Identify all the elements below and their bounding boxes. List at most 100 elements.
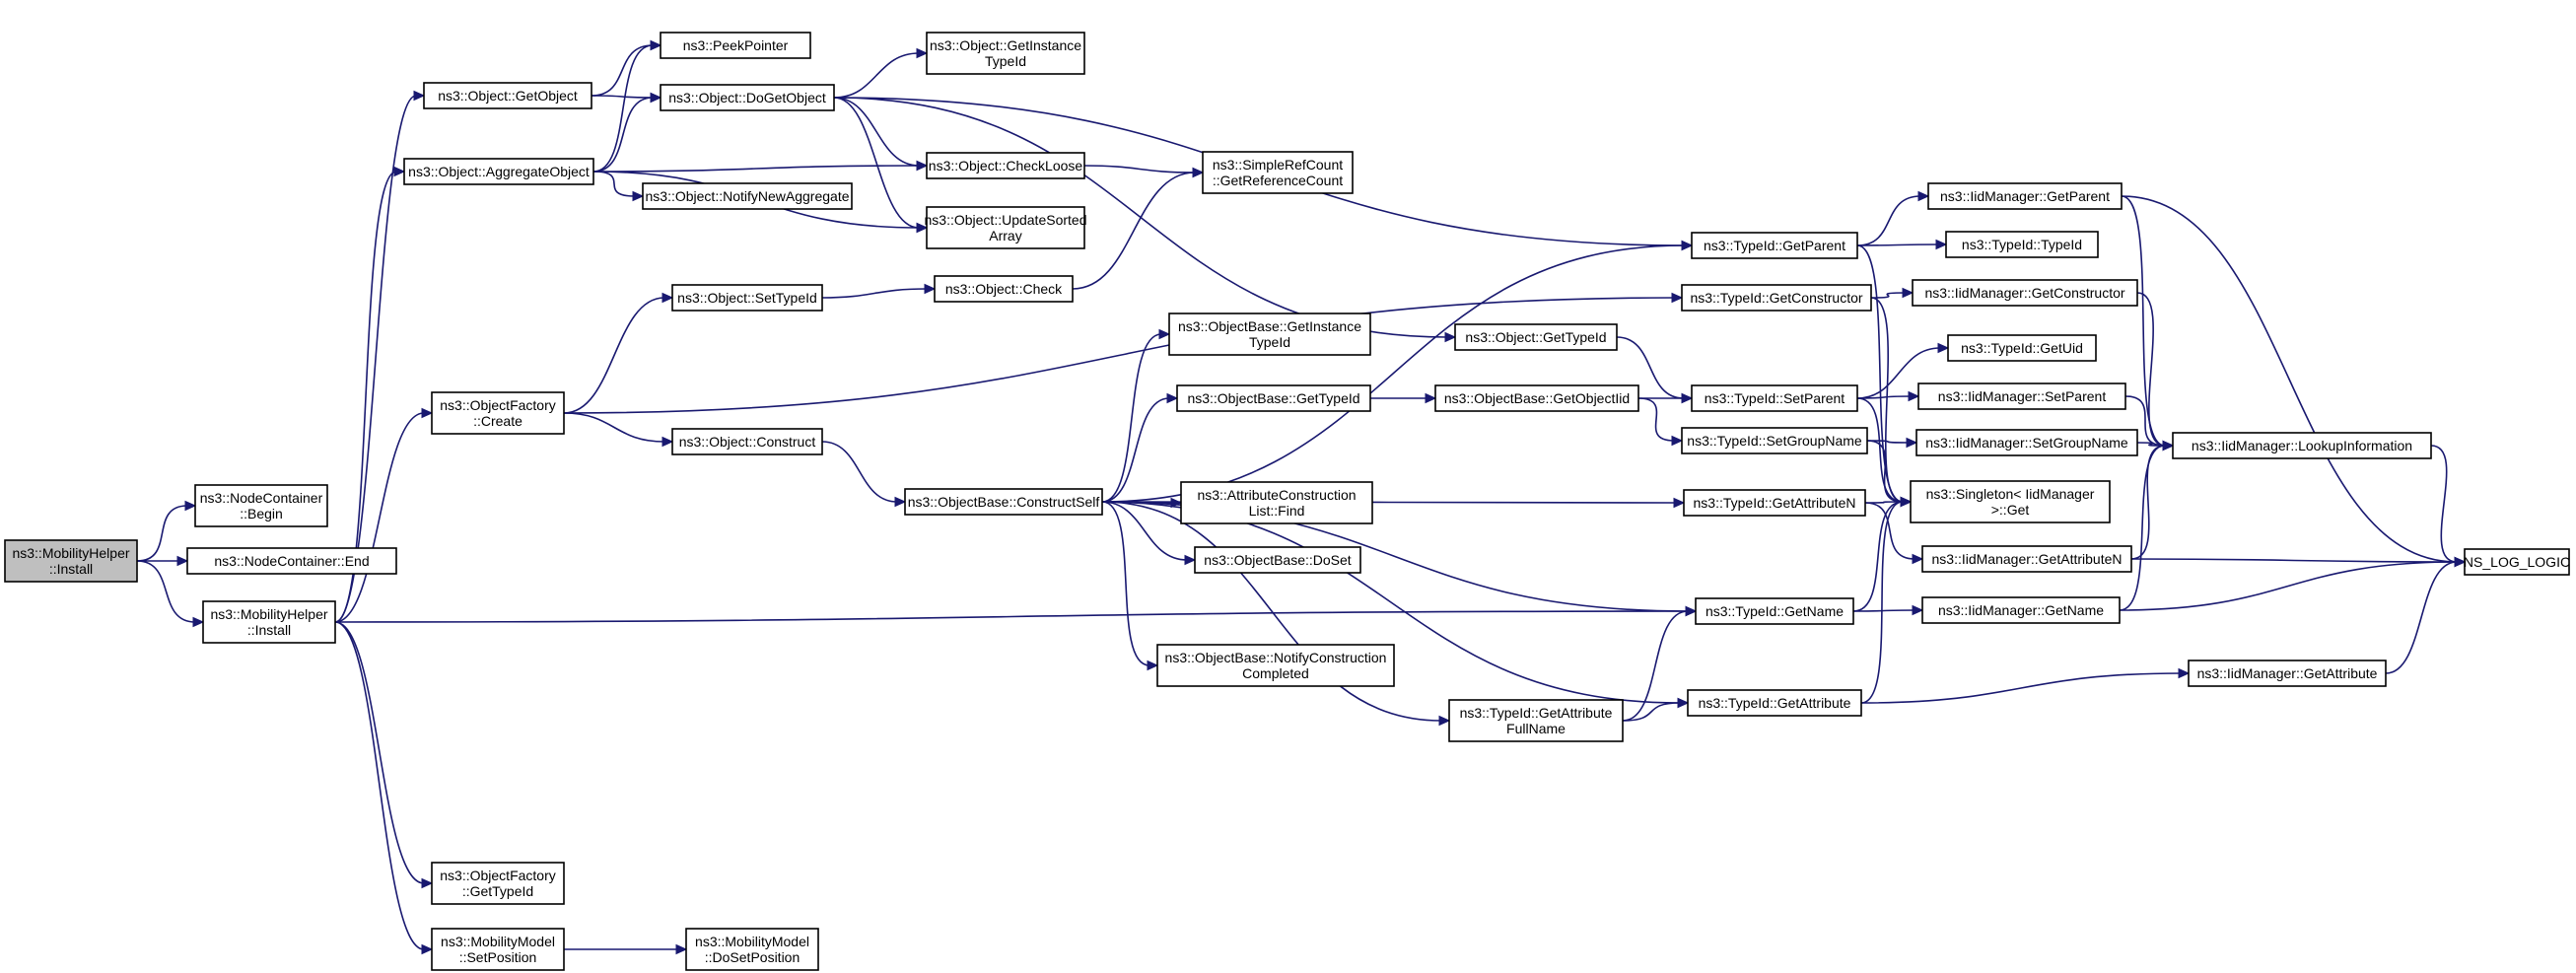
edge-arrowhead [1425, 392, 1437, 404]
node-box [2172, 432, 2432, 459]
node-box [1194, 546, 1361, 574]
node-tid-typeid[interactable]: ns3::TypeId::TypeId [1945, 231, 2099, 258]
node-box [1945, 231, 2099, 258]
node-iid-getname[interactable]: ns3::IidManager::GetName [1921, 596, 2121, 624]
edge-arrowhead [924, 283, 937, 295]
node-iid-setgroupname[interactable]: ns3::IidManager::SetGroupName [1915, 429, 2138, 456]
node-tid-getattributen[interactable]: ns3::TypeId::GetAttributeN [1683, 489, 1866, 517]
node-mm-dosetposition[interactable]: ns3::MobilityModel::DoSetPosition [685, 928, 819, 971]
node-singleton-get[interactable]: ns3::Singleton< IidManager>::Get [1910, 480, 2111, 523]
node-mh-install-root[interactable]: ns3::MobilityHelper::Install [4, 539, 138, 583]
node-obj-checkloose[interactable]: ns3::Object::CheckLoose [926, 152, 1085, 179]
node-obj-notifynewagg[interactable]: ns3::Object::NotifyNewAggregate [642, 182, 853, 210]
node-tid-setparent[interactable]: ns3::TypeId::SetParent [1691, 384, 1858, 412]
node-box [431, 928, 565, 971]
node-nc-end[interactable]: ns3::NodeContainer::End [186, 547, 397, 575]
edge-arrowhead [1912, 604, 1924, 616]
edge-arrowhead [1935, 239, 1948, 250]
edge-arrowhead [1166, 392, 1179, 404]
node-peekpointer[interactable]: ns3::PeekPointer [660, 32, 811, 59]
edge-arrowhead [421, 877, 434, 889]
edge-tid-getattribute-to-iid-getattribute [1860, 667, 2191, 704]
node-box [642, 182, 853, 210]
node-obj-gettypeid[interactable]: ns3::Object::GetTypeId [1454, 323, 1618, 351]
node-tid-getname[interactable]: ns3::TypeId::GetName [1695, 597, 1854, 625]
node-ob-getobjectiid[interactable]: ns3::ObjectBase::GetObjectIid [1434, 384, 1639, 412]
edge-arrowhead [413, 90, 426, 102]
edge-iid-getparent-to-iid-lookupinfo [2121, 195, 2175, 452]
edge-arrowhead [2178, 667, 2191, 679]
node-ob-gettypeid[interactable]: ns3::ObjectBase::GetTypeId [1176, 384, 1371, 412]
edge-line [2121, 195, 2166, 447]
edge-line [821, 288, 928, 299]
edge-obj-aggregate-to-peekpointer [592, 39, 662, 173]
node-ob-constructself[interactable]: ns3::ObjectBase::ConstructSelf [904, 488, 1103, 516]
node-box [1448, 699, 1624, 742]
node-iid-getattributen[interactable]: ns3::IidManager::GetAttributeN [1921, 545, 2132, 573]
node-tid-getuid[interactable]: ns3::TypeId::GetUid [1947, 334, 2097, 362]
node-obj-construct[interactable]: ns3::Object::Construct [671, 428, 823, 455]
node-mh-install[interactable]: ns3::MobilityHelper::Install [202, 600, 336, 644]
edge-line [2119, 561, 2458, 611]
edge-obj-aggregate-to-obj-notifynewagg [592, 171, 645, 202]
node-label: ns3::Object::NotifyNewAggregate [646, 188, 850, 204]
node-label: ns3::IidManager::GetName [1938, 602, 2104, 618]
edge-arrowhead [916, 160, 929, 172]
edge-line [563, 412, 665, 443]
edge-iid-getname-to-ns-log-logic [2119, 556, 2467, 611]
node-src-getrefcount[interactable]: ns3::SimpleRefCount::GetReferenceCount [1202, 151, 1354, 194]
node-label: ns3::ObjectBase::GetObjectIid [1444, 390, 1630, 406]
node-box [1168, 313, 1371, 356]
node-ob-doset[interactable]: ns3::ObjectBase::DoSet [1194, 546, 1361, 574]
node-of-create[interactable]: ns3::ObjectFactory::Create [431, 391, 565, 435]
edge-line [1866, 440, 1910, 444]
edge-arrowhead [1438, 715, 1451, 727]
node-iid-lookupinfo[interactable]: ns3::IidManager::LookupInformation [2172, 432, 2432, 459]
node-label: ::GetTypeId [462, 883, 533, 899]
node-label: ns3::Object::SetTypeId [677, 290, 817, 306]
node-nc-begin[interactable]: ns3::NodeContainer::Begin [194, 484, 328, 527]
node-tid-getattribute[interactable]: ns3::TypeId::GetAttribute [1687, 689, 1862, 717]
node-label: ns3::Object::Construct [679, 434, 816, 450]
node-tid-setgroupname[interactable]: ns3::TypeId::SetGroupName [1681, 427, 1868, 454]
node-iid-getparent[interactable]: ns3::IidManager::GetParent [1927, 182, 2123, 210]
node-obj-getobject[interactable]: ns3::Object::GetObject [423, 82, 592, 109]
edge-line [563, 297, 665, 414]
node-label: ns3::TypeId::SetParent [1705, 390, 1845, 406]
node-obj-dogetobject[interactable]: ns3::Object::DoGetObject [660, 84, 835, 111]
node-obj-check[interactable]: ns3::Object::Check [934, 275, 1074, 303]
node-label: ns3::ObjectFactory [440, 868, 556, 883]
node-iid-getattribute[interactable]: ns3::IidManager::GetAttribute [2188, 660, 2387, 687]
edge-arrowhead [1147, 660, 1159, 671]
edge-line [2430, 445, 2458, 563]
edge-line [1101, 333, 1162, 503]
node-obj-settypeid[interactable]: ns3::Object::SetTypeId [671, 284, 823, 312]
node-ob-notifyconstruction[interactable]: ns3::ObjectBase::NotifyConstructionCompl… [1156, 644, 1395, 687]
edge-line [1856, 243, 1939, 246]
node-box [660, 32, 811, 59]
node-box [1917, 382, 2126, 410]
node-tid-getparent[interactable]: ns3::TypeId::GetParent [1691, 232, 1858, 259]
node-mm-setposition[interactable]: ns3::MobilityModel::SetPosition [431, 928, 565, 971]
edge-mh-install-to-obj-aggregate [334, 166, 406, 623]
node-obj-aggregate[interactable]: ns3::Object::AggregateObject [403, 158, 594, 185]
node-tid-getconstructor[interactable]: ns3::TypeId::GetConstructor [1681, 284, 1872, 312]
node-box [431, 391, 565, 435]
edge-tid-getattrfullname-to-tid-getattribute [1622, 697, 1690, 722]
edge-arrowhead [650, 39, 662, 51]
node-iid-getconstructor[interactable]: ns3::IidManager::GetConstructor [1912, 279, 2138, 307]
edge-line [1856, 397, 1904, 503]
call-edges [136, 39, 2467, 955]
node-label: ns3::Object::DoGetObject [668, 90, 826, 105]
node-box [685, 928, 819, 971]
function-nodes: ns3::MobilityHelper::Install ns3::NodeCon… [4, 32, 2570, 971]
node-box [1910, 480, 2111, 523]
node-iid-setparent[interactable]: ns3::IidManager::SetParent [1917, 382, 2126, 410]
node-of-gettypeid[interactable]: ns3::ObjectFactory::GetTypeId [431, 862, 565, 905]
node-ns-log-logic[interactable]: NS_LOG_LOGIC [2464, 548, 2570, 576]
